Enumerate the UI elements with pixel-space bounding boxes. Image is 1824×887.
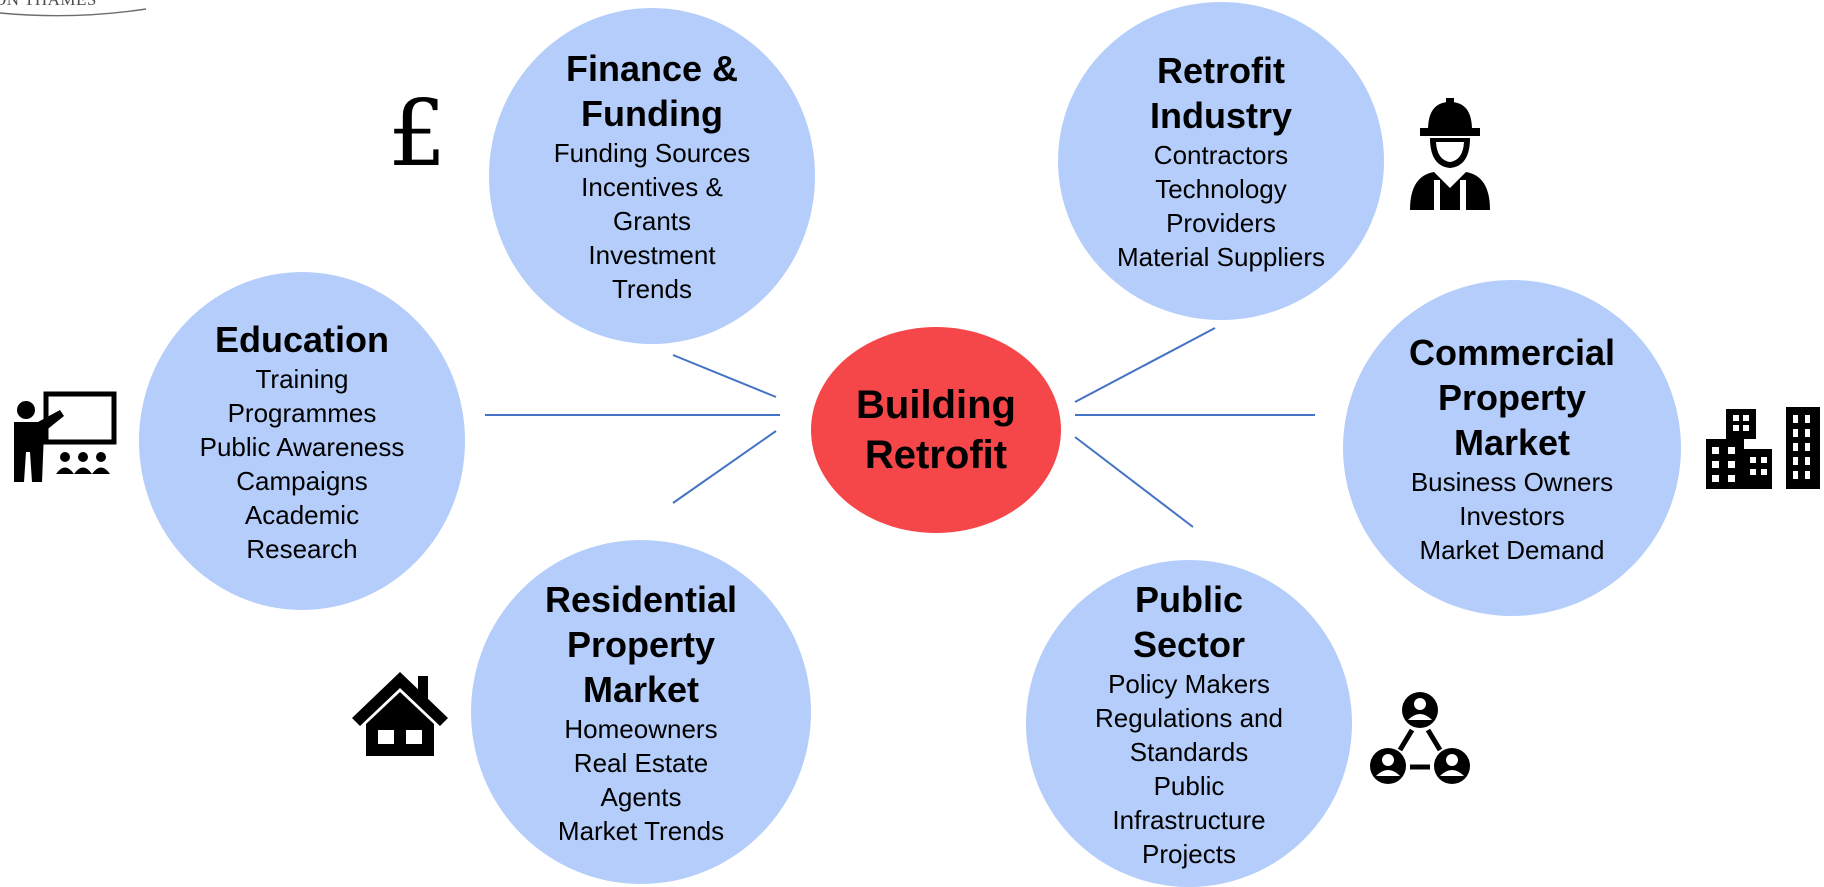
node-title-line: Retrofit	[1157, 50, 1285, 91]
center-title-line-2: Retrofit	[864, 433, 1008, 477]
node-item: Academic	[244, 499, 360, 530]
node-residential-property-market: Residential Property Market Homeowners R…	[471, 540, 811, 884]
center-title-line-1: Building	[856, 383, 1016, 427]
node-item: Grants	[612, 206, 692, 236]
node-item: Policy Makers	[1108, 668, 1270, 699]
connector-public-sector	[1074, 436, 1194, 528]
pound-sign-icon: £	[388, 80, 447, 187]
node-item: Public	[1153, 770, 1225, 801]
logo: ON THAMES	[0, 0, 148, 18]
node-retrofit-industry: Retrofit Industry Contractors Technology…	[1058, 2, 1384, 320]
node-item: Investment	[588, 240, 716, 270]
node-commercial-property-market: Commercial Property Market Business Owne…	[1343, 280, 1681, 616]
node-education: Education Training Programmes Public Awa…	[139, 272, 465, 610]
node-item: Market Trends	[557, 815, 725, 846]
node-item: Infrastructure	[1112, 804, 1266, 835]
teacher-whiteboard-icon	[14, 391, 117, 482]
connector-retrofit-industry	[1074, 327, 1216, 403]
node-item: Material Suppliers	[1116, 242, 1326, 272]
node-public-sector: Public Sector Policy Makers Regulations …	[1026, 560, 1352, 887]
node-item: Homeowners	[564, 713, 718, 744]
node-item: Funding Sources	[553, 138, 751, 168]
logo-swoosh	[0, 8, 147, 17]
node-title-line: Education	[214, 318, 389, 360]
node-item: Regulations and	[1095, 702, 1283, 733]
node-item: Campaigns	[236, 465, 368, 496]
node-item: Providers	[1166, 208, 1276, 238]
node-title-line: Public	[1134, 578, 1244, 620]
node-finance-funding: Finance & Funding Funding Sources Incent…	[489, 8, 815, 344]
node-title-line: Property	[566, 623, 716, 665]
connector-residential	[672, 430, 777, 504]
node-item: Public Awareness	[199, 431, 405, 462]
node-title-line: Sector	[1132, 623, 1246, 665]
node-title-line: Funding	[581, 93, 723, 134]
node-item: Programmes	[227, 397, 377, 428]
node-title-line: Market	[1453, 421, 1571, 463]
node-item: Market Demand	[1419, 534, 1605, 565]
node-item: Contractors	[1153, 140, 1289, 170]
node-item: Training	[255, 363, 349, 394]
people-network-icon	[1370, 692, 1470, 784]
node-title-line: Residential	[544, 578, 738, 620]
node-item: Investors	[1459, 500, 1565, 531]
node-item: Incentives &	[581, 172, 723, 202]
node-title-line: Finance &	[565, 48, 739, 89]
node-title-line: Commercial	[1408, 331, 1616, 373]
node-title-line: Market	[582, 668, 700, 710]
node-item: Trends	[612, 274, 692, 304]
node-item: Real Estate	[573, 747, 709, 778]
city-buildings-icon	[1706, 407, 1820, 489]
node-item: Agents	[600, 781, 682, 812]
node-item: Projects	[1142, 838, 1236, 869]
house-icon	[352, 672, 448, 756]
node-item: Business Owners	[1410, 466, 1614, 497]
node-item: Technology	[1155, 174, 1287, 204]
logo-text: ON THAMES	[0, 0, 97, 10]
node-title-line: Property	[1437, 376, 1587, 418]
center-node-building-retrofit: Building Retrofit	[811, 327, 1061, 533]
node-item: Standards	[1129, 736, 1249, 767]
node-item: Research	[246, 533, 358, 564]
node-title-line: Industry	[1149, 95, 1292, 136]
construction-worker-icon	[1410, 98, 1490, 210]
connector-finance	[672, 354, 777, 398]
